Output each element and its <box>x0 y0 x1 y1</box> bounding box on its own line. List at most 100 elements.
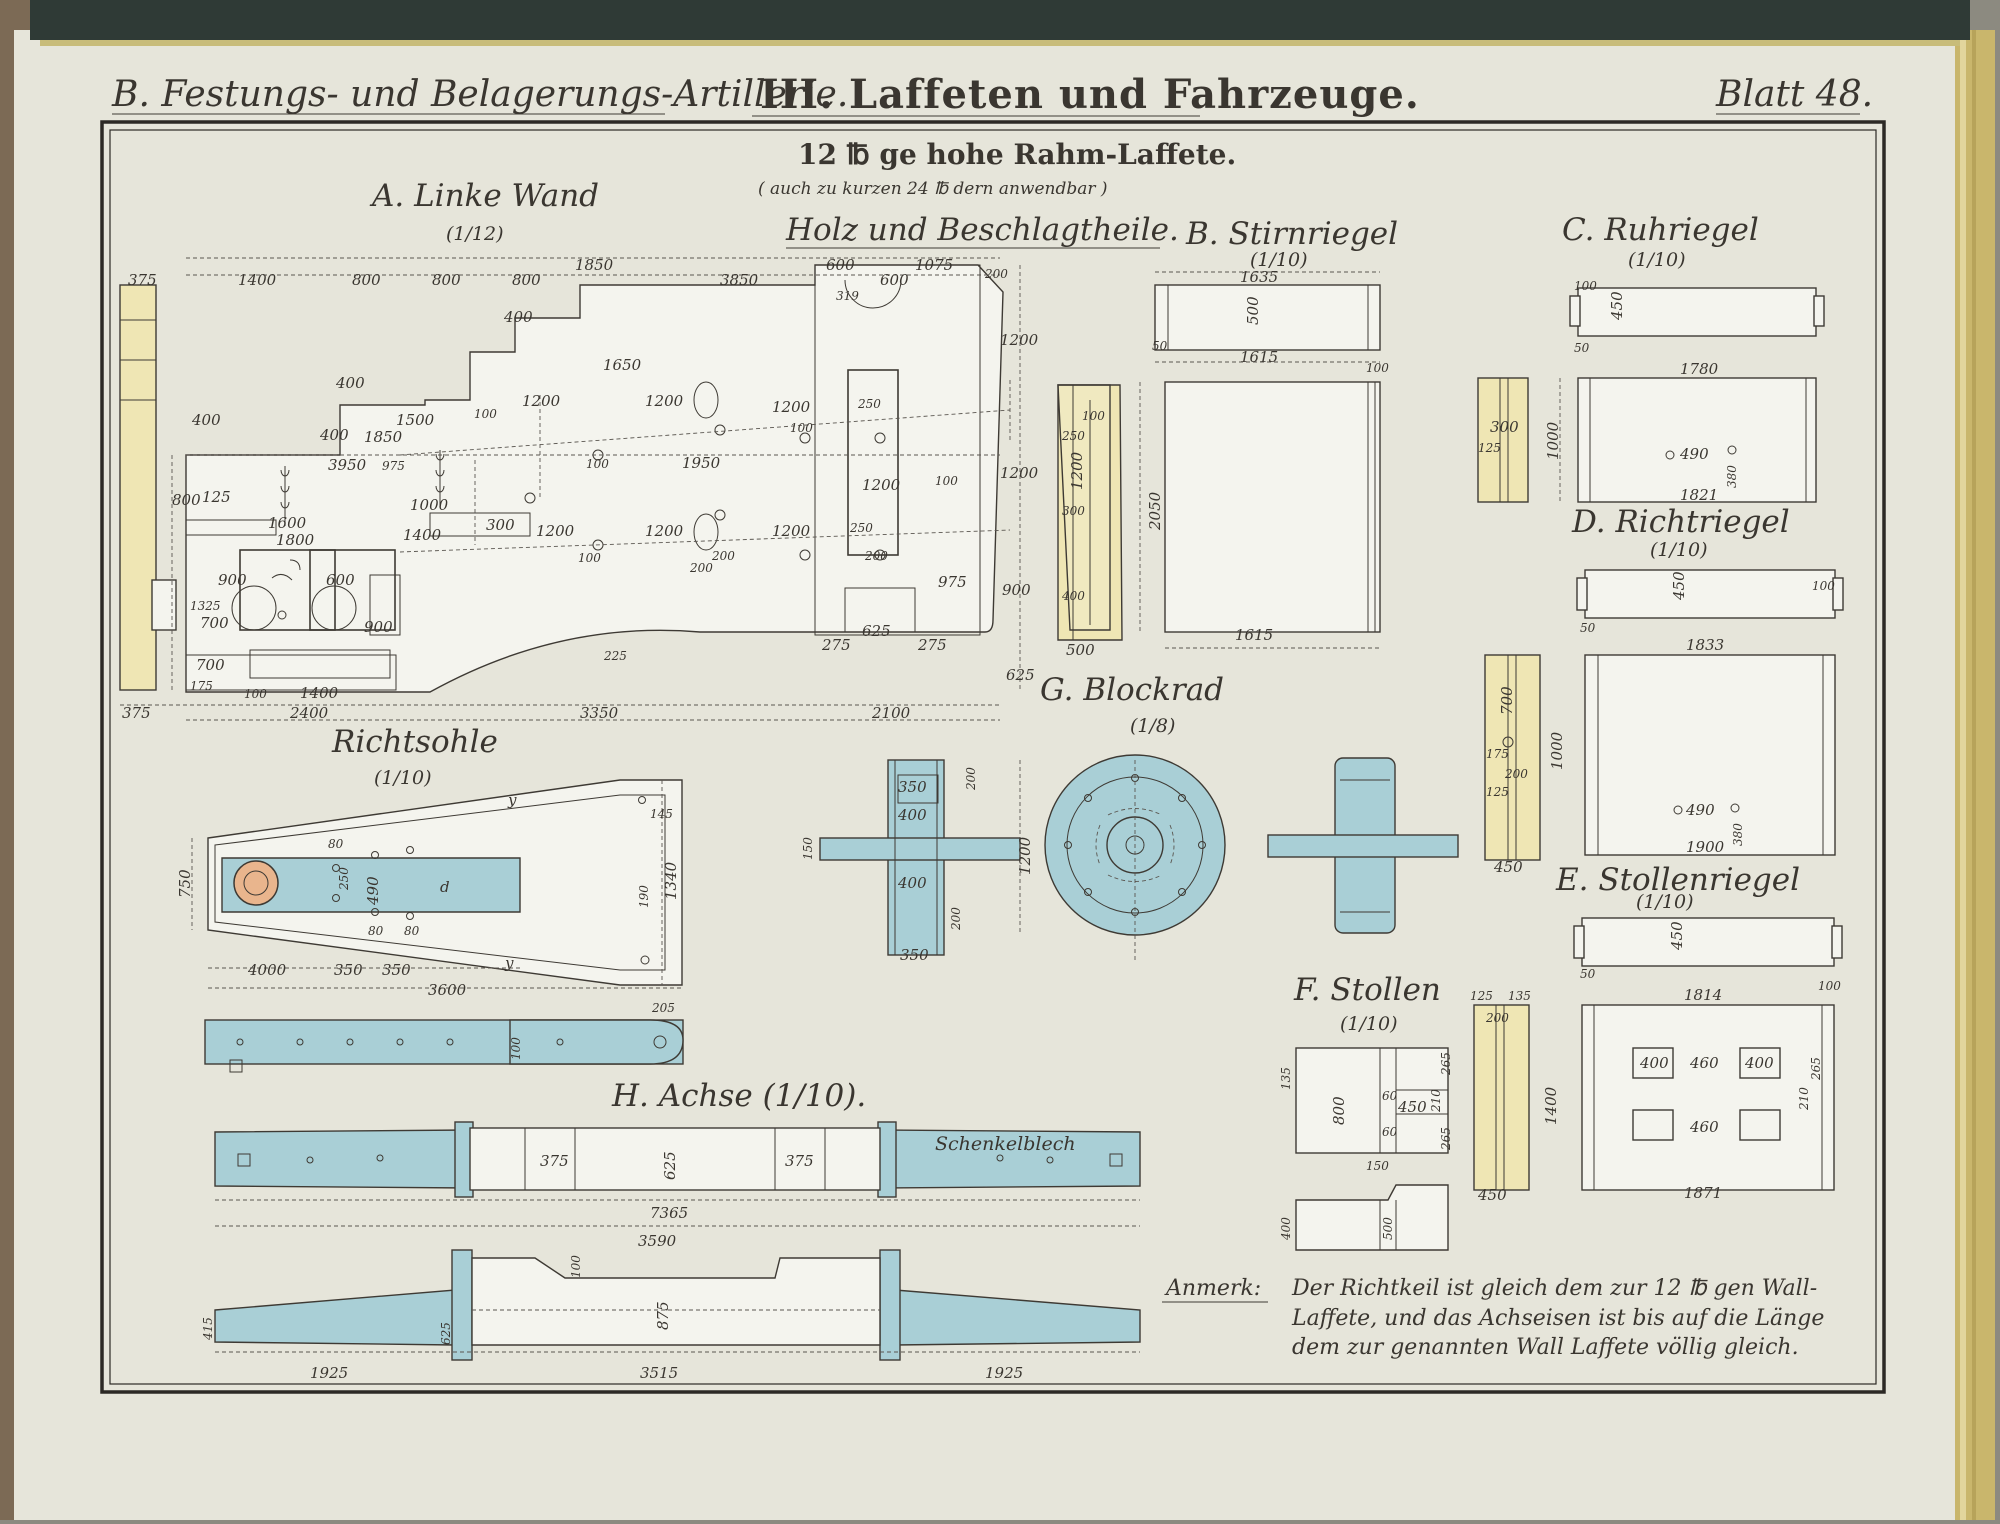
dimension-label: 1780 <box>1680 360 1719 378</box>
label-b: B. Stirnriegel <box>1185 216 1398 252</box>
dimension-label: 210 <box>1429 1089 1443 1113</box>
label-g: G. Blockrad <box>1040 672 1224 708</box>
outer-frame <box>100 120 1886 1394</box>
dimension-label: 400 <box>897 806 927 824</box>
dimension-label: 300 <box>1062 504 1085 518</box>
svg-text:y: y <box>504 954 514 972</box>
dimension-label: 150 <box>1366 1159 1389 1173</box>
dimension-label: 450 <box>1397 1098 1427 1116</box>
dimension-label: 50 <box>1574 341 1590 355</box>
richtriegel-front <box>1584 654 1836 856</box>
dimension-label: 900 <box>364 618 393 636</box>
dimension-label: 210 <box>1797 1087 1811 1111</box>
dimension-label: 1833 <box>1686 636 1724 654</box>
dimension-label: 350 <box>334 961 363 979</box>
dimension-label: 800 <box>352 271 381 289</box>
richtriegel-top <box>1584 569 1836 619</box>
wall-outline <box>185 264 1004 693</box>
dimension-label: 265 <box>1809 1057 1823 1081</box>
dimension-label: 625 <box>439 1322 453 1345</box>
scale-f: (1/10) <box>1340 1013 1398 1035</box>
axle-plate-label: Schenkelblech <box>935 1133 1076 1155</box>
title-note: ( auch zu kurzen 24 ℔ dern anwendbar ) <box>758 179 1108 199</box>
dimension-label: 50 <box>1580 967 1596 981</box>
dimension-label: 1200 <box>1000 331 1039 349</box>
dimension-label: 275 <box>917 636 947 654</box>
dimension-label: 375 <box>540 1152 569 1170</box>
dimension-label: 1850 <box>364 428 403 446</box>
dimension-label: 200 <box>949 907 963 931</box>
dimension-label: 460 <box>1689 1054 1719 1072</box>
dimension-label: 380 <box>1725 465 1739 488</box>
cover-edge <box>30 0 1970 40</box>
axle-front-center <box>471 1257 881 1346</box>
dimension-label: 900 <box>218 571 247 589</box>
svg-text:d: d <box>440 878 450 896</box>
dimension-label: 250 <box>849 521 873 535</box>
label-d: D. Richtriegel <box>1571 504 1790 540</box>
ruhriegel-top <box>1577 287 1817 337</box>
dimension-label: 150 <box>801 837 815 860</box>
dimension-label: 50 <box>1152 339 1168 353</box>
dimension-label: 1000 <box>410 496 449 514</box>
dimension-label: 1635 <box>1240 268 1278 286</box>
remark-head: Anmerk: <box>1164 1276 1261 1301</box>
dimension-label: 200 <box>711 549 735 563</box>
remark-line-2: Laffete, und das Achseisen ist bis auf d… <box>1291 1306 1824 1331</box>
dimension-label: 225 <box>603 649 627 663</box>
dimension-label: 200 <box>1485 1011 1509 1025</box>
dimension-label: 1615 <box>1235 626 1273 644</box>
dimension-label: 1325 <box>190 599 221 613</box>
dimension-label: 400 <box>335 374 365 392</box>
dimension-label: 250 <box>337 867 351 891</box>
dimension-label: 80 <box>404 924 420 938</box>
dimension-label: 400 <box>319 426 349 444</box>
dimension-label: 400 <box>1279 1217 1293 1241</box>
header-right: Blatt 48. <box>1715 74 1873 115</box>
scale-a: (1/12) <box>446 223 504 245</box>
dimension-label: 700 <box>1498 686 1516 715</box>
dimension-label: 300 <box>1490 418 1519 436</box>
dimension-label: 125 <box>1486 785 1509 799</box>
dimension-label: 600 <box>826 256 855 274</box>
dimension-label: 100 <box>1082 409 1105 423</box>
axle-center <box>469 1127 881 1191</box>
dimension-label: 1800 <box>276 531 315 549</box>
dimension-label: 975 <box>382 459 405 473</box>
remark-line-3: dem zur genannten Wall Laffete völlig gl… <box>1292 1335 1799 1360</box>
dimension-label: 490 <box>1679 445 1709 463</box>
dimension-label: 1340 <box>662 861 680 900</box>
dimension-label: 1000 <box>1544 421 1562 460</box>
dimension-label: 60 <box>1382 1089 1398 1103</box>
dimension-label: 135 <box>1279 1067 1293 1090</box>
dimension-label: 3590 <box>638 1232 677 1250</box>
dimension-label: 1000 <box>1548 731 1566 770</box>
scale-d: (1/10) <box>1650 539 1708 561</box>
dimension-label: 300 <box>486 516 515 534</box>
section-title: Holz und Beschlagtheile. <box>785 212 1179 248</box>
dimension-label: 750 <box>176 869 194 898</box>
stollen-front <box>1295 1047 1449 1154</box>
dimension-label: 800 <box>432 271 461 289</box>
dimension-label: 100 <box>1574 279 1597 293</box>
scale-c: (1/10) <box>1628 249 1686 271</box>
dimension-label: 200 <box>864 549 888 563</box>
dimension-label: 2050 <box>1146 491 1164 531</box>
dimension-label: 1200 <box>1000 464 1039 482</box>
dimension-label: 80 <box>368 924 384 938</box>
dimension-label: 175 <box>190 679 213 693</box>
dimension-label: 100 <box>790 421 813 435</box>
dimension-label: 1821 <box>1680 486 1718 504</box>
stirnriegel-front <box>1164 381 1381 633</box>
dimension-label: 975 <box>938 573 967 591</box>
stollenriegel-side <box>1473 1004 1530 1191</box>
dimension-label: 265 <box>1439 1052 1453 1076</box>
label-h: H. Achse (1/10). <box>611 1078 866 1114</box>
dimension-label: 200 <box>964 767 978 791</box>
dimension-label: 625 <box>1006 666 1035 684</box>
dimension-label: 625 <box>661 1151 679 1180</box>
dimension-label: 125 <box>1470 989 1493 1003</box>
dimension-label: 500 <box>1244 296 1262 325</box>
